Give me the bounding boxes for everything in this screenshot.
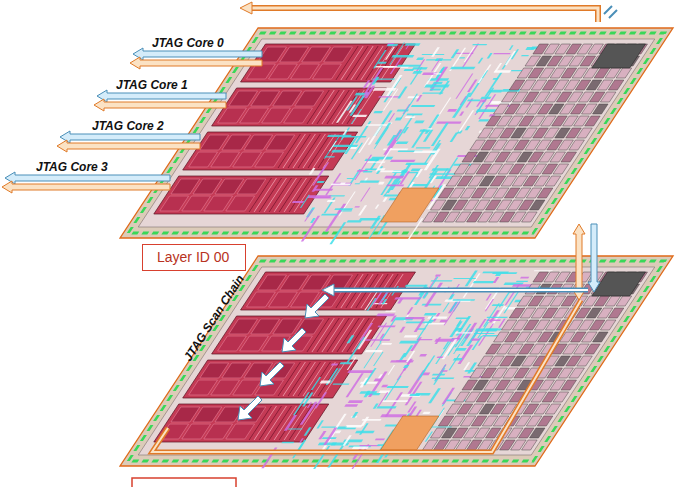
- jtag-arrow: [130, 57, 262, 69]
- top-arrow: [248, 8, 598, 22]
- jtag-label: JTAG Core 0: [152, 36, 224, 50]
- top-arrow-head: [240, 2, 252, 14]
- layer-id-text: Layer ID 00: [157, 249, 229, 265]
- jtag-label: JTAG Core 2: [92, 119, 164, 133]
- jtag-arrow: [2, 181, 170, 193]
- jtag-label: JTAG Core 1: [116, 78, 188, 92]
- scan-chain-arrow: [282, 328, 306, 352]
- jtag-arrow: [94, 99, 226, 111]
- scan-chain-arrow: [238, 396, 262, 420]
- scan-chain: [330, 288, 588, 293]
- bottom-layer: [118, 256, 673, 469]
- top-arrow-inner: [252, 8, 598, 22]
- scan-chain-inner: [334, 289, 588, 291]
- layer-id-box: [132, 478, 236, 487]
- scan-chain-arrow: [305, 294, 329, 318]
- scan-chain-arrow: [260, 362, 284, 386]
- layer-link-arrow: [588, 224, 600, 292]
- jtag-label: JTAG Core 3: [36, 160, 108, 174]
- jtag-arrow: [57, 140, 200, 152]
- scan-chain-head: [322, 284, 334, 296]
- small-arrow: [604, 6, 617, 18]
- layer-id-box: Layer ID 00: [142, 244, 246, 271]
